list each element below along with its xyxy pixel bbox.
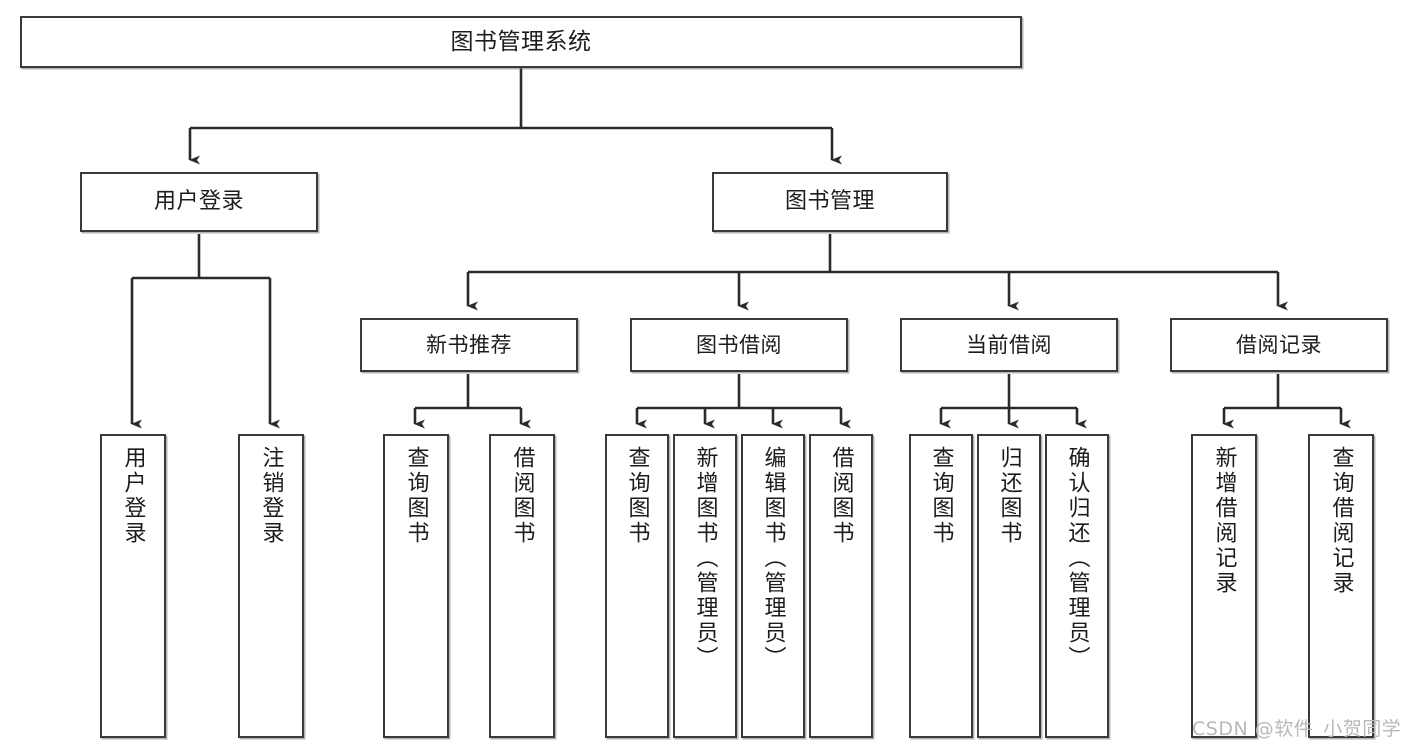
node-label: 新增图书（管理员） <box>692 446 718 671</box>
node-label: 查询图书 <box>624 446 650 546</box>
node-label: 查询图书 <box>928 446 954 546</box>
leaf-borrow-book-recommend[interactable]: 借阅图书 <box>489 434 555 738</box>
node-label: 查询借阅记录 <box>1328 446 1354 596</box>
node-user-login[interactable]: 用户登录 <box>80 172 318 232</box>
leaf-confirm-return-admin[interactable]: 确认归还（管理员） <box>1045 434 1109 738</box>
node-label: 用户登录 <box>120 446 146 546</box>
leaf-user-login[interactable]: 用户登录 <box>100 434 166 738</box>
node-book-borrow[interactable]: 图书借阅 <box>630 318 848 372</box>
node-label: 当前借阅 <box>966 332 1052 357</box>
node-label: 借阅图书 <box>828 446 854 546</box>
leaf-query-book-borrow[interactable]: 查询图书 <box>605 434 669 738</box>
node-label: 编辑图书（管理员） <box>760 446 786 671</box>
node-label: 新书推荐 <box>426 332 512 357</box>
node-label: 借阅图书 <box>509 446 535 546</box>
leaf-return-book[interactable]: 归还图书 <box>977 434 1041 738</box>
node-borrow-record[interactable]: 借阅记录 <box>1170 318 1388 372</box>
node-label: 用户登录 <box>153 189 244 215</box>
node-label: 图书管理 <box>784 189 875 215</box>
leaf-query-borrow-record[interactable]: 查询借阅记录 <box>1308 434 1374 738</box>
leaf-query-book-recommend[interactable]: 查询图书 <box>383 434 449 738</box>
csdn-watermark: CSDN @软件_小贺同学 <box>1192 718 1402 740</box>
node-label: 归还图书 <box>996 446 1022 546</box>
node-label: 注销登录 <box>258 446 284 546</box>
leaf-borrow-book[interactable]: 借阅图书 <box>809 434 873 738</box>
node-label: 确认归还（管理员） <box>1064 446 1090 671</box>
node-label: 查询图书 <box>403 446 429 546</box>
node-label: 图书管理系统 <box>450 28 592 55</box>
leaf-add-borrow-record[interactable]: 新增借阅记录 <box>1191 434 1257 738</box>
node-label: 借阅记录 <box>1236 332 1322 357</box>
node-label: 图书借阅 <box>696 332 782 357</box>
leaf-logout[interactable]: 注销登录 <box>238 434 304 738</box>
leaf-edit-book-admin[interactable]: 编辑图书（管理员） <box>741 434 805 738</box>
node-root-book-management-system[interactable]: 图书管理系统 <box>20 16 1022 68</box>
leaf-query-book-current[interactable]: 查询图书 <box>909 434 973 738</box>
node-label: 新增借阅记录 <box>1211 446 1237 596</box>
node-current-borrow[interactable]: 当前借阅 <box>900 318 1118 372</box>
leaf-add-book-admin[interactable]: 新增图书（管理员） <box>673 434 737 738</box>
node-book-management[interactable]: 图书管理 <box>712 172 948 232</box>
node-new-book-recommend[interactable]: 新书推荐 <box>360 318 578 372</box>
